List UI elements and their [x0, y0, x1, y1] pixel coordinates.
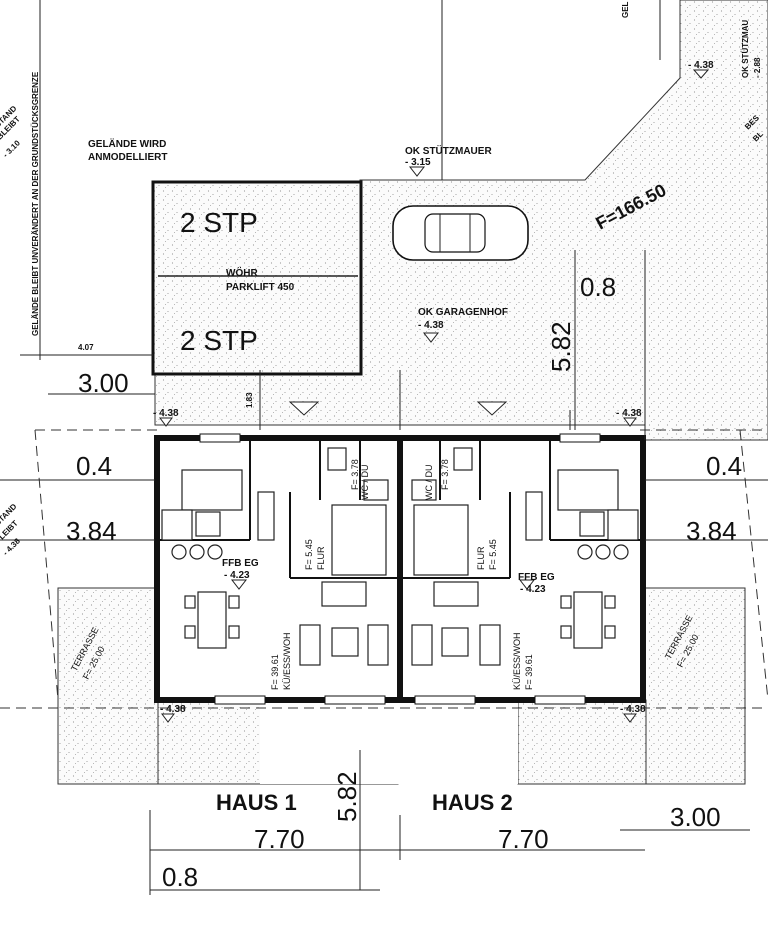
stp-bottom: 2 STP	[180, 325, 258, 356]
dim-384-right: 3.84	[686, 516, 737, 546]
top-gel-note: GEL	[621, 1, 630, 18]
flur-right-label: FLUR	[476, 546, 486, 570]
gelaende-wird-label: GELÄNDE WIRD	[88, 137, 166, 150]
terrasse-right	[644, 587, 746, 785]
dim-582-top: 5.82	[546, 321, 576, 372]
flur-left-area: F= 5.45	[304, 539, 314, 570]
site-boundary	[0, 0, 768, 709]
level-top-right: - 4.38	[688, 60, 714, 71]
car-icon	[392, 205, 529, 261]
dim-300-right: 3.00	[670, 802, 721, 832]
ku-right-area: F= 39.61	[524, 654, 534, 690]
wc-left-area: F= 3.78	[350, 459, 360, 490]
haus1-label: HAUS 1	[216, 790, 297, 815]
ok-garagenhof-value: - 4.38	[418, 320, 444, 331]
building	[154, 433, 646, 705]
dim-300-left: 3.00	[78, 368, 129, 398]
dim-04-right: 0.4	[706, 451, 742, 481]
ok-garagenhof-label: OK GARAGENHOF	[418, 307, 508, 318]
level-right-upper: - 4.38	[616, 408, 642, 419]
dim-04-left: 0.4	[76, 451, 112, 481]
wc-right-area: F= 3.78	[440, 459, 450, 490]
dim-08-bottom: 0.8	[162, 862, 198, 892]
level-right-lower: - 4.38	[620, 704, 646, 715]
dim-770-right: 7.70	[498, 824, 549, 854]
flur-right-area: F= 5.45	[488, 539, 498, 570]
ffb-eg-left-value: - 4.23	[224, 570, 250, 581]
dim-08-top: 0.8	[580, 272, 616, 302]
flur-left-label: FLUR	[316, 546, 326, 570]
terrasse-left	[57, 587, 159, 785]
ku-left-area: F= 39.61	[270, 654, 280, 690]
left-border-note: GELÄNDE BLEIBT UNVERÄNDERT AN DER GRUNDS…	[31, 71, 40, 336]
ku-left-label: KÜ/ESS/WOH	[282, 632, 292, 690]
ffb-eg-right-value: - 4.23	[520, 584, 546, 595]
level-left-upper: - 4.38	[153, 408, 179, 419]
furniture-haus2	[411, 447, 639, 666]
parklift-label: PARKLIFT 450	[226, 282, 295, 293]
small-dim-183: 1.83	[245, 392, 254, 408]
ok-stuetzmauer-label: OK STÜTZMAUER	[405, 144, 492, 157]
haus2-label: HAUS 2	[432, 790, 513, 815]
ku-right-label: KÜ/ESS/WOH	[512, 632, 522, 690]
top-right-stuetzmauer-value: - 2.88	[753, 57, 762, 78]
top-right-stuetzmauer: OK STÜTZMAU	[741, 20, 750, 78]
wc-right-label: WC / DU	[424, 465, 434, 501]
dim-384-left: 3.84	[66, 516, 117, 546]
anmodelliert-label: ANMODELLIERT	[88, 152, 167, 163]
dim-582-bottom: 5.82	[332, 771, 362, 822]
furniture-haus1	[161, 447, 389, 666]
woehr-label: WÖHR	[226, 266, 258, 279]
stp-top: 2 STP	[180, 207, 258, 238]
ffb-eg-right-label: FFB EG	[518, 572, 555, 583]
ok-stuetzmauer-value: - 3.15	[405, 157, 431, 168]
ffb-eg-left-label: FFB EG	[222, 558, 259, 569]
dim-770-left: 7.70	[254, 824, 305, 854]
level-left-lower: - 4.38	[160, 704, 186, 715]
wc-left-label: WC / DU	[360, 465, 370, 501]
level-markers	[159, 69, 710, 723]
small-dim-407: 4.07	[78, 343, 94, 352]
stand-top-value: - 3.10	[1, 138, 22, 159]
dimension-lines	[0, 250, 768, 895]
